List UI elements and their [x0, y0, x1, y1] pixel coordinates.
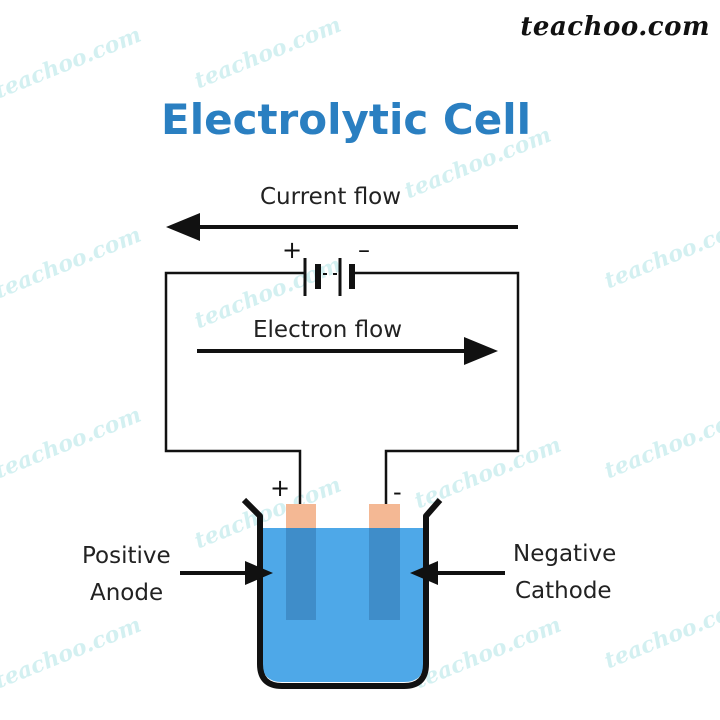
electron-flow-label: Electron flow — [253, 317, 403, 343]
anode-sign: + — [270, 474, 291, 502]
battery-negative-sign: – — [358, 236, 370, 264]
cathode-label-line1: Negative — [513, 541, 617, 567]
battery-symbol — [303, 258, 355, 296]
battery-positive-sign: + — [282, 236, 303, 264]
cathode-pointer-arrow — [410, 561, 505, 585]
beaker — [241, 497, 443, 689]
electron-flow-arrow — [197, 337, 498, 365]
cathode-electrode — [369, 504, 400, 620]
circuit-wire — [164, 271, 520, 505]
current-flow-arrow — [166, 213, 518, 241]
brand-logo: teachoo.com — [520, 12, 710, 42]
diagram-title: Electrolytic Cell — [161, 95, 531, 144]
cathode-label-line2: Cathode — [515, 578, 612, 604]
anode-electrode — [286, 504, 316, 620]
current-flow-label: Current flow — [260, 184, 402, 210]
anode-label-line2: Anode — [90, 580, 164, 606]
anode-pointer-arrow — [180, 561, 273, 585]
anode-label-line1: Positive — [82, 543, 171, 569]
cathode-sign: - — [393, 478, 402, 506]
